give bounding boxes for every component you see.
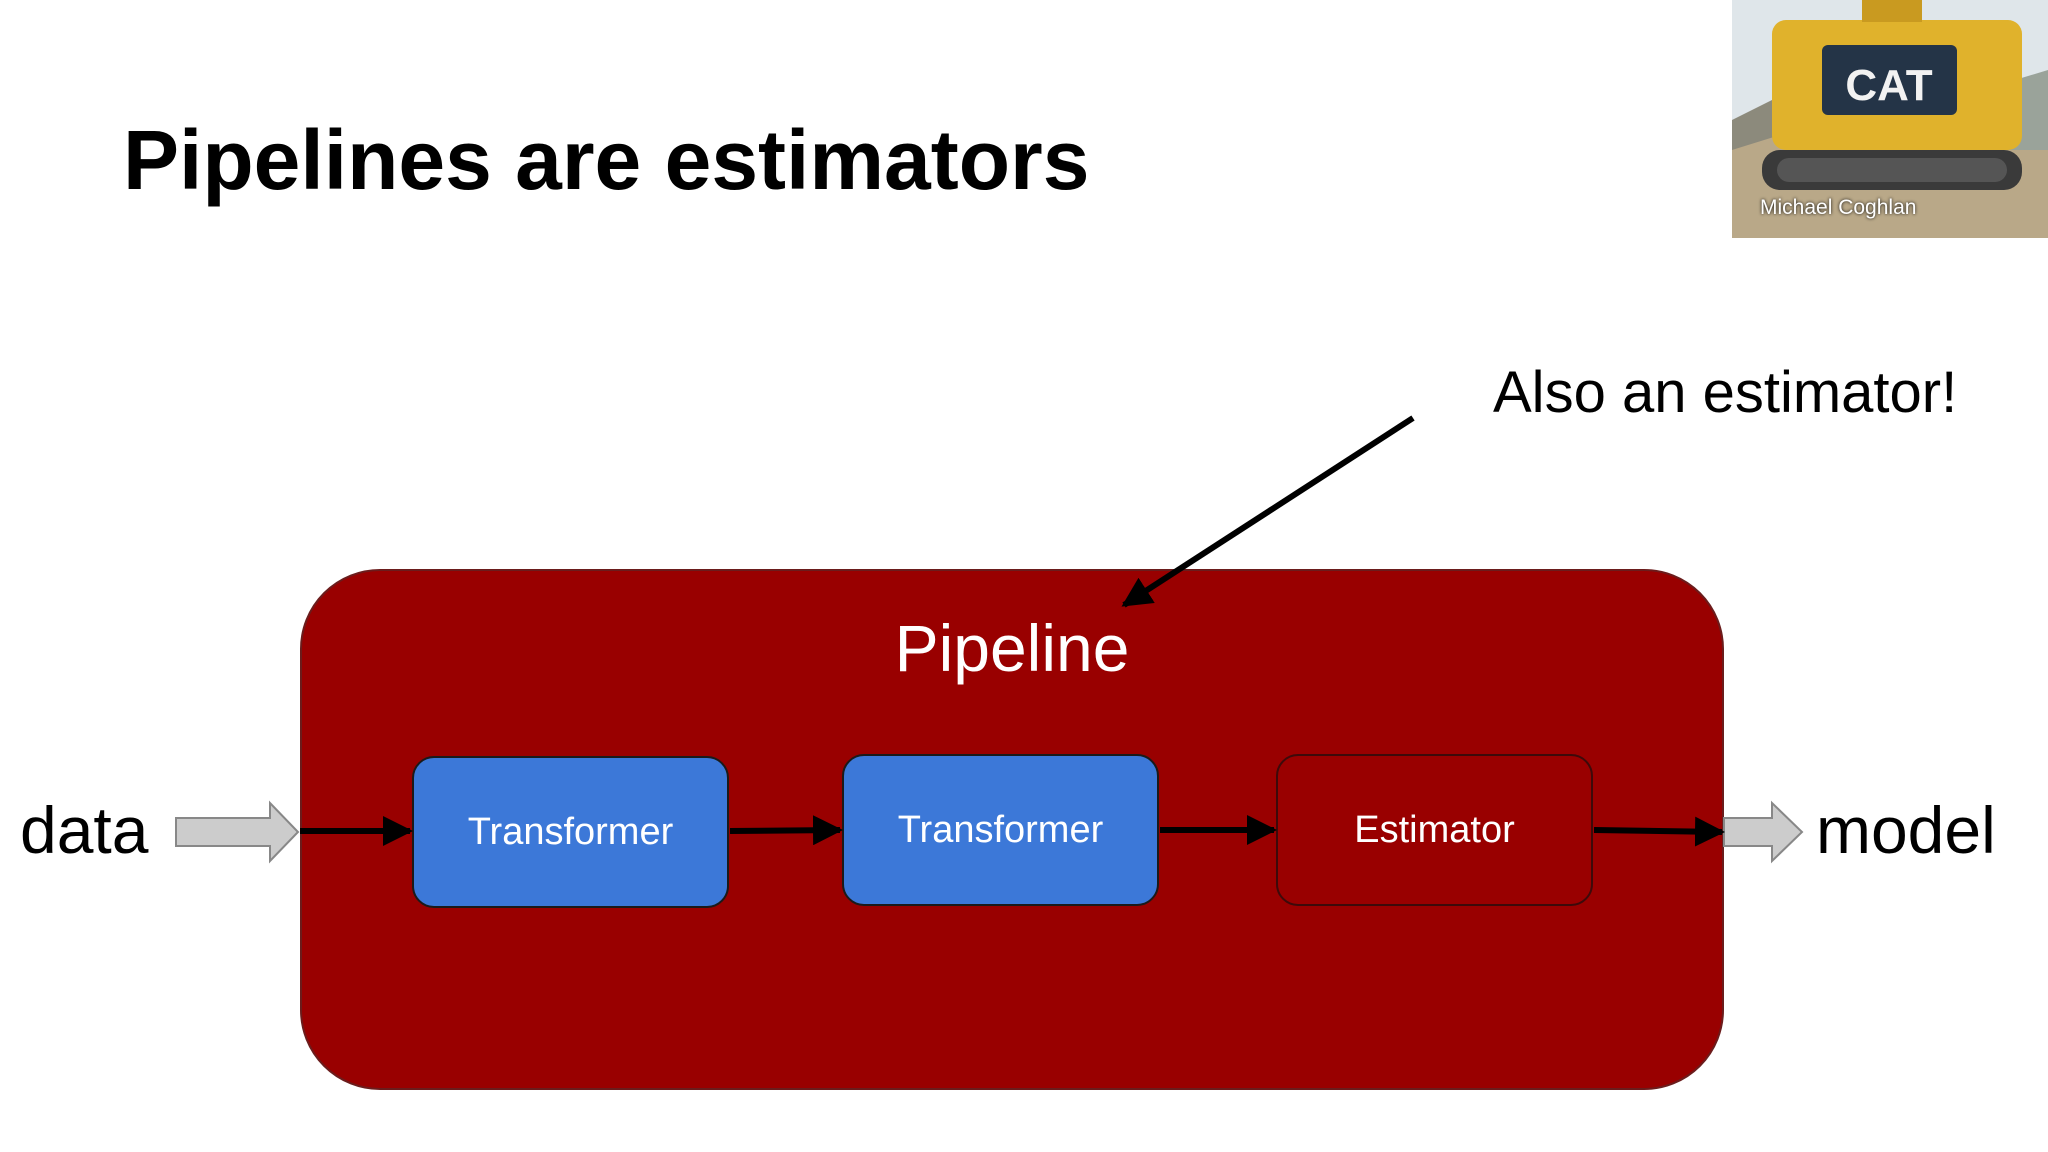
webcam-image: CAT (1732, 0, 2048, 238)
estimator-stage: Estimator (1276, 754, 1593, 906)
callout-arrow (1121, 415, 1415, 608)
stage-label: Transformer (897, 808, 1104, 851)
flow-arrow (729, 815, 843, 846)
transformer-stage-2: Transformer (842, 754, 1159, 906)
transformer-stage-1: Transformer (412, 756, 729, 908)
flow-arrow (1593, 816, 1725, 847)
pipeline-label: Pipeline (894, 611, 1130, 685)
stage-label: Estimator (1354, 808, 1515, 851)
stage-label: Transformer (467, 810, 674, 853)
webcam-thumbnail: CAT Michael Coghlan (1732, 0, 2048, 238)
participant-name: Michael Coghlan (1760, 196, 1917, 219)
output-block-arrow (1723, 800, 1804, 864)
callout-text: Also an estimator! (1493, 360, 1958, 425)
logo-text: CAT (1845, 61, 1932, 110)
output-model-label: model (1816, 793, 1996, 867)
input-data-label: data (20, 793, 149, 867)
input-block-arrow (175, 800, 300, 864)
slide-title: Pipelines are estimators (123, 113, 1090, 207)
